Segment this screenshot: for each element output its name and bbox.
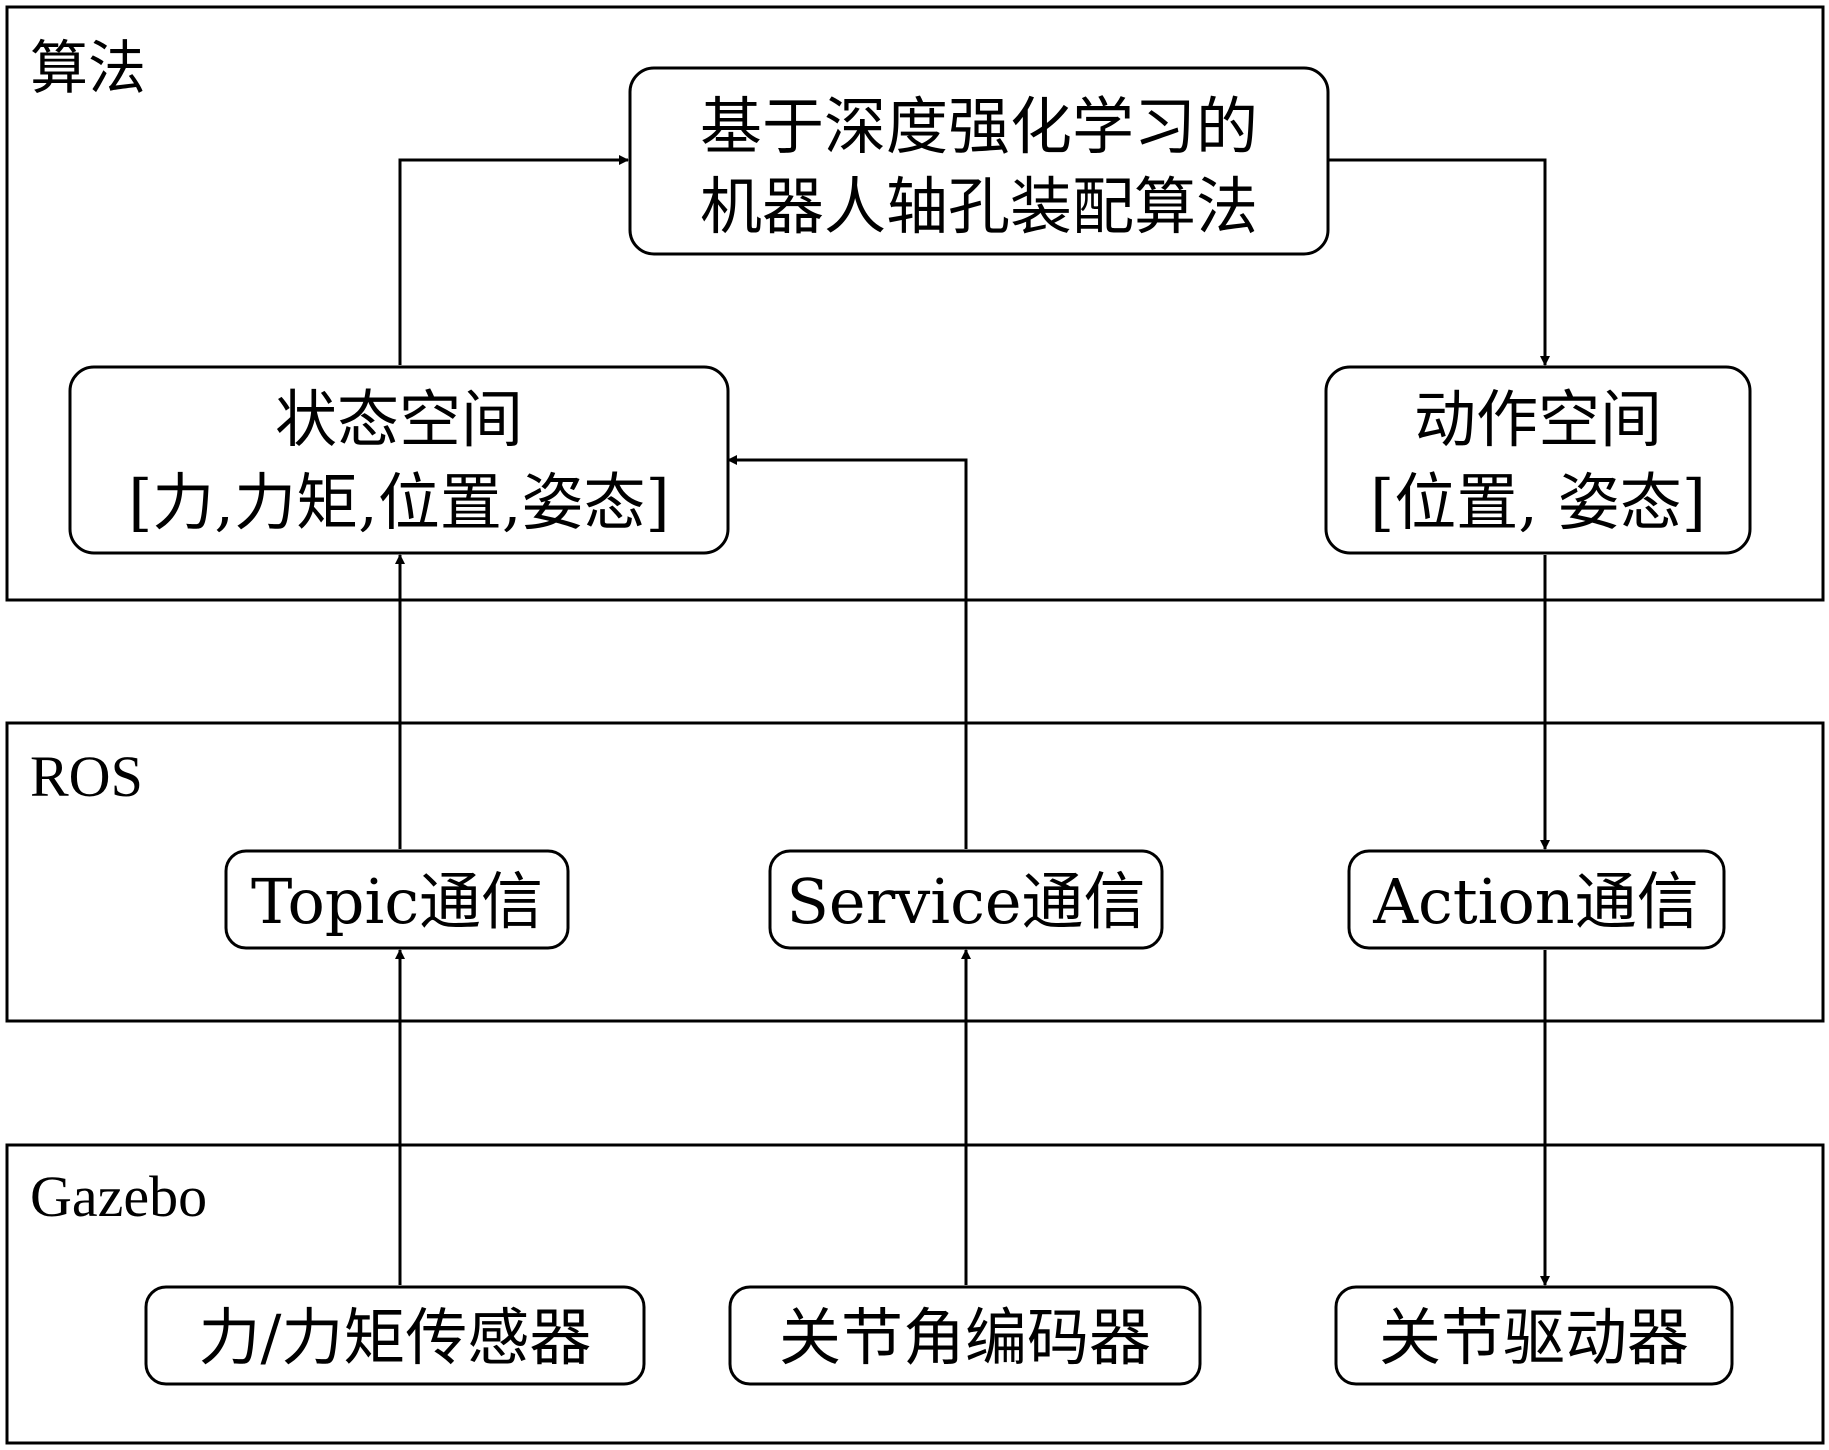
arrow-state-to-algorithm [398, 155, 629, 365]
node-action-space: 动作空间 [位置, 姿态] [1324, 365, 1752, 555]
node-joint-driver-box [1334, 1285, 1734, 1386]
node-force-sensor-box [144, 1285, 646, 1386]
node-topic: Topic通信 [224, 849, 570, 950]
node-action-box [1347, 849, 1726, 950]
node-joint-encoder-box [728, 1285, 1202, 1386]
algorithm-layer-frame [5, 5, 1825, 602]
node-topic-box [224, 849, 570, 950]
node-action-space-line1: 动作空间 [1414, 383, 1662, 456]
ros-layer: ROS [5, 721, 1825, 1023]
node-joint-encoder-label: 关节角编码器 [779, 1301, 1151, 1374]
node-action-space-line2: [位置, 姿态] [1370, 466, 1706, 539]
ros-layer-title: ROS [30, 744, 143, 809]
gazebo-layer-title: Gazebo [30, 1164, 207, 1229]
arrow-algorithm-to-action-space [1328, 158, 1550, 366]
node-service-label: Service通信 [786, 865, 1145, 938]
node-algorithm-core-line1: 基于深度强化学习的 [700, 90, 1258, 163]
ros-layer-frame [5, 721, 1825, 1023]
node-service-box [768, 849, 1164, 950]
node-force-sensor: 力/力矩传感器 [144, 1285, 646, 1386]
node-joint-encoder: 关节角编码器 [728, 1285, 1202, 1386]
gazebo-layer: Gazebo [5, 1143, 1825, 1445]
arrow-service-to-state [727, 455, 968, 849]
node-state-space-box [68, 365, 730, 555]
node-joint-driver-label: 关节驱动器 [1379, 1301, 1689, 1374]
node-action: Action通信 [1347, 849, 1726, 950]
node-joint-driver: 关节驱动器 [1334, 1285, 1734, 1386]
algorithm-layer-title: 算法 [30, 36, 146, 101]
algorithm-layer: 算法 [5, 5, 1825, 602]
node-state-space: 状态空间 [力,力矩,位置,姿态] [68, 365, 730, 555]
node-action-space-box [1324, 365, 1752, 555]
node-service: Service通信 [768, 849, 1164, 950]
node-algorithm-core-line2: 机器人轴孔装配算法 [700, 170, 1258, 243]
node-state-space-line1: 状态空间 [275, 383, 523, 456]
node-action-label: Action通信 [1372, 865, 1699, 938]
node-algorithm-core: 基于深度强化学习的 机器人轴孔装配算法 [628, 66, 1330, 256]
connectors [395, 155, 1550, 1286]
node-topic-label: Topic通信 [251, 865, 543, 938]
node-algorithm-core-box [628, 66, 1330, 256]
node-force-sensor-label: 力/力矩传感器 [199, 1301, 592, 1374]
node-state-space-line2: [力,力矩,位置,姿态] [128, 466, 670, 539]
gazebo-layer-frame [5, 1143, 1825, 1445]
